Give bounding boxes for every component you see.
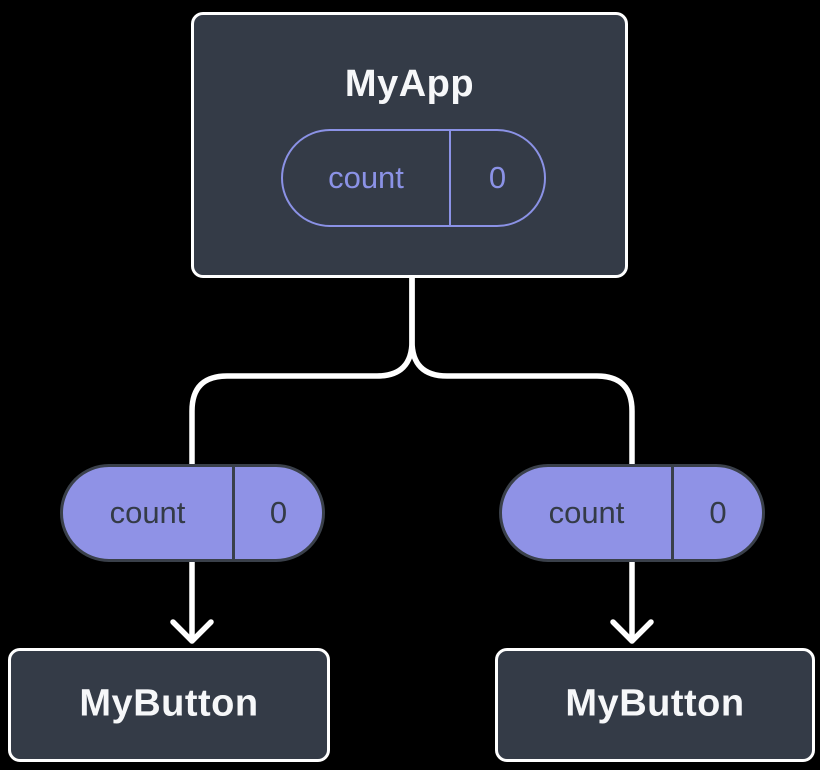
state-pill: count 0 <box>281 129 546 227</box>
prop-pill-right-label: count <box>502 467 674 559</box>
child-component-left-title: MyButton <box>79 682 259 725</box>
state-pill-value: 0 <box>488 160 507 195</box>
prop-pill-left: count 0 <box>60 464 325 562</box>
child-component-node-left: MyButton <box>8 648 330 762</box>
prop-pill-right: count 0 <box>499 464 765 562</box>
state-pill-label: count <box>283 131 451 225</box>
root-component-node: MyApp count 0 <box>191 12 628 278</box>
child-component-right-title: MyButton <box>565 682 745 725</box>
root-component-title: MyApp <box>344 63 475 105</box>
arrow-right-head-icon <box>610 619 654 644</box>
prop-pill-right-value: 0 <box>709 495 727 530</box>
prop-pill-left-label: count <box>63 467 235 559</box>
fork-connector-right <box>409 273 635 469</box>
arrow-left-head-icon <box>170 619 214 644</box>
fork-connector-left <box>189 273 415 469</box>
prop-pill-left-value: 0 <box>269 495 288 530</box>
child-component-node-right: MyButton <box>495 648 815 762</box>
